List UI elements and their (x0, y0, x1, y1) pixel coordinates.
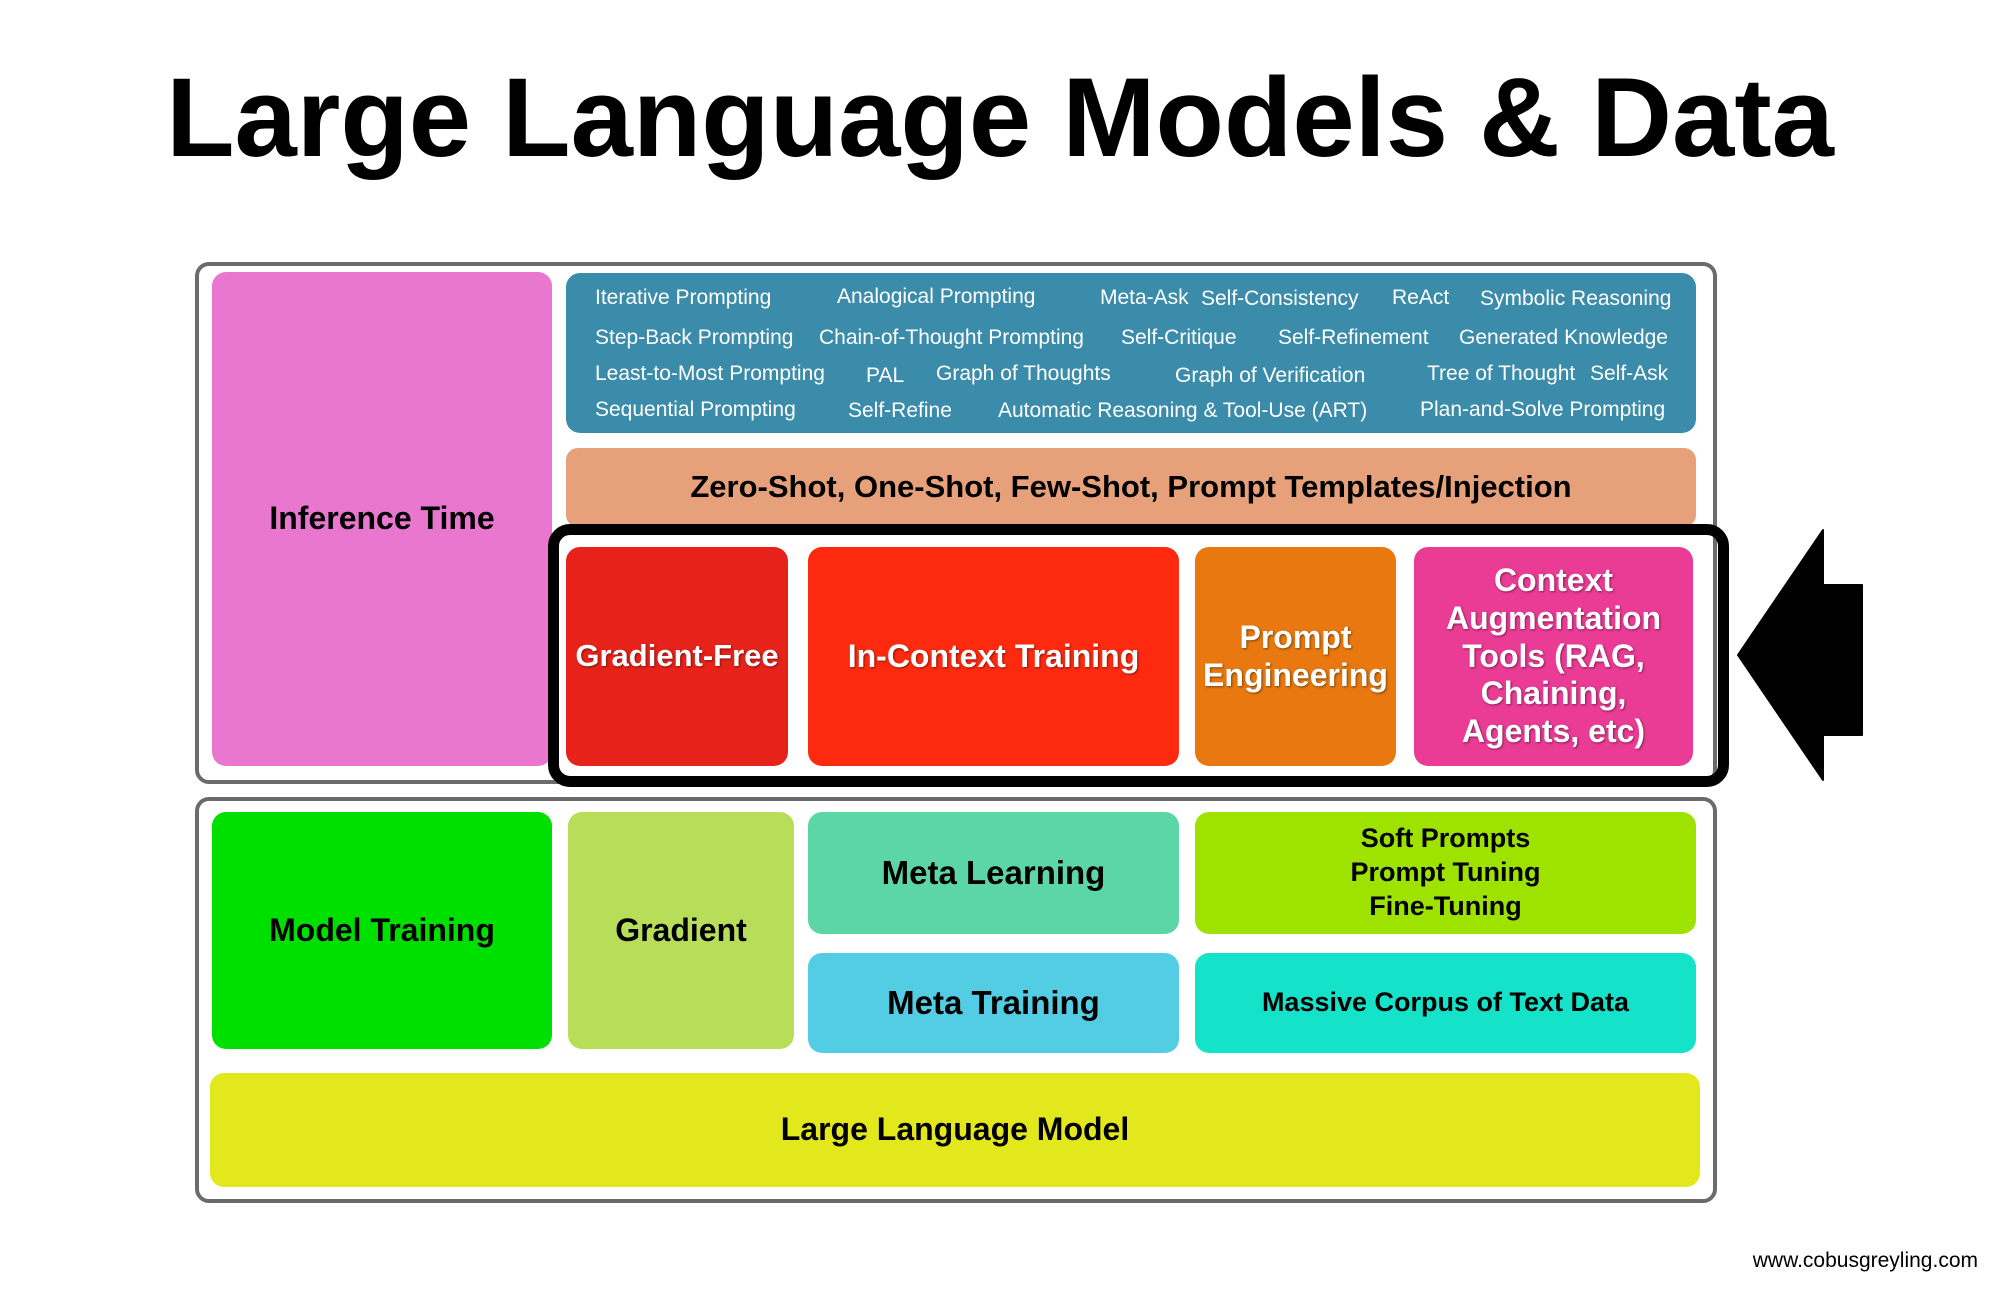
fine-tuning-label: Fine-Tuning (1369, 890, 1522, 921)
technique-step-back-prompting: Step-Back Prompting (595, 326, 794, 349)
soft-prompts-label: Soft Prompts (1360, 823, 1531, 854)
llm-label: Large Language Model (780, 1111, 1130, 1148)
soft-prompts-block: Soft Prompts Prompt Tuning Fine-Tuning (1195, 812, 1696, 934)
context-augmentation-label: Context Augmentation Tools (RAG, Chainin… (1445, 562, 1662, 750)
technique-self-refinement: Self-Refinement (1278, 326, 1429, 349)
shot-bar-label: Zero-Shot, One-Shot, Few-Shot, Prompt Te… (690, 469, 1572, 505)
gradient-label: Gradient (615, 911, 747, 948)
inference-time-block: Inference Time (212, 272, 552, 766)
context-augmentation-block: Context Augmentation Tools (RAG, Chainin… (1414, 547, 1693, 766)
technique-least-to-most: Least-to-Most Prompting (595, 362, 825, 385)
massive-corpus-block: Massive Corpus of Text Data (1195, 953, 1696, 1053)
meta-training-block: Meta Training (808, 953, 1179, 1053)
gradient-block: Gradient (568, 812, 794, 1049)
meta-training-label: Meta Training (887, 983, 1100, 1021)
massive-corpus-label: Massive Corpus of Text Data (1261, 987, 1630, 1018)
technique-react: ReAct (1392, 286, 1450, 309)
technique-sequential-prompting: Sequential Prompting (595, 398, 796, 421)
shot-bar: Zero-Shot, One-Shot, Few-Shot, Prompt Te… (566, 448, 1696, 527)
technique-graph-of-thoughts: Graph of Thoughts (936, 362, 1111, 385)
in-context-training-block: In-Context Training (808, 547, 1179, 766)
technique-self-refine: Self-Refine (848, 399, 952, 422)
in-context-training-label: In-Context Training (847, 637, 1140, 674)
meta-learning-label: Meta Learning (881, 853, 1106, 891)
prompt-engineering-label: Prompt Engineering (1203, 618, 1388, 693)
technique-meta-ask: Meta-Ask (1100, 286, 1189, 309)
website-url: www.cobusgreyling.com (1752, 1249, 1978, 1272)
technique-self-critique: Self-Critique (1121, 326, 1237, 349)
technique-chain-of-thought: Chain-of-Thought Prompting (819, 326, 1084, 349)
gradient-free-label: Gradient-Free (575, 638, 779, 674)
technique-generated-knowledge: Generated Knowledge (1459, 326, 1668, 349)
technique-symbolic-reasoning: Symbolic Reasoning (1480, 287, 1672, 310)
technique-iterative-prompting: Iterative Prompting (595, 286, 772, 309)
technique-self-consistency: Self-Consistency (1201, 287, 1359, 310)
llm-block: Large Language Model (210, 1073, 1700, 1187)
technique-self-ask: Self-Ask (1590, 362, 1669, 385)
technique-pal: PAL (866, 364, 905, 387)
page-title: Large Language Models & Data (166, 55, 1834, 180)
technique-analogical-prompting: Analogical Prompting (837, 285, 1036, 308)
training-frame (195, 797, 1717, 1203)
technique-art: Automatic Reasoning & Tool-Use (ART) (998, 399, 1368, 422)
model-training-block: Model Training (212, 812, 552, 1049)
pointer-arrow-icon (1737, 529, 1863, 781)
highlight-border (548, 524, 1729, 787)
inference-time-label: Inference Time (269, 500, 495, 537)
model-training-label: Model Training (269, 911, 495, 948)
gradient-free-block: Gradient-Free (566, 547, 788, 766)
technique-graph-of-verification: Graph of Verification (1175, 364, 1366, 387)
technique-tree-of-thought: Tree of Thought (1427, 362, 1576, 385)
meta-learning-block: Meta Learning (808, 812, 1179, 934)
techniques-panel: Iterative Prompting Analogical Prompting… (566, 273, 1696, 433)
technique-plan-and-solve: Plan-and-Solve Prompting (1420, 398, 1666, 421)
prompt-tuning-label: Prompt Tuning (1350, 857, 1541, 888)
prompt-engineering-block: Prompt Engineering (1195, 547, 1396, 766)
